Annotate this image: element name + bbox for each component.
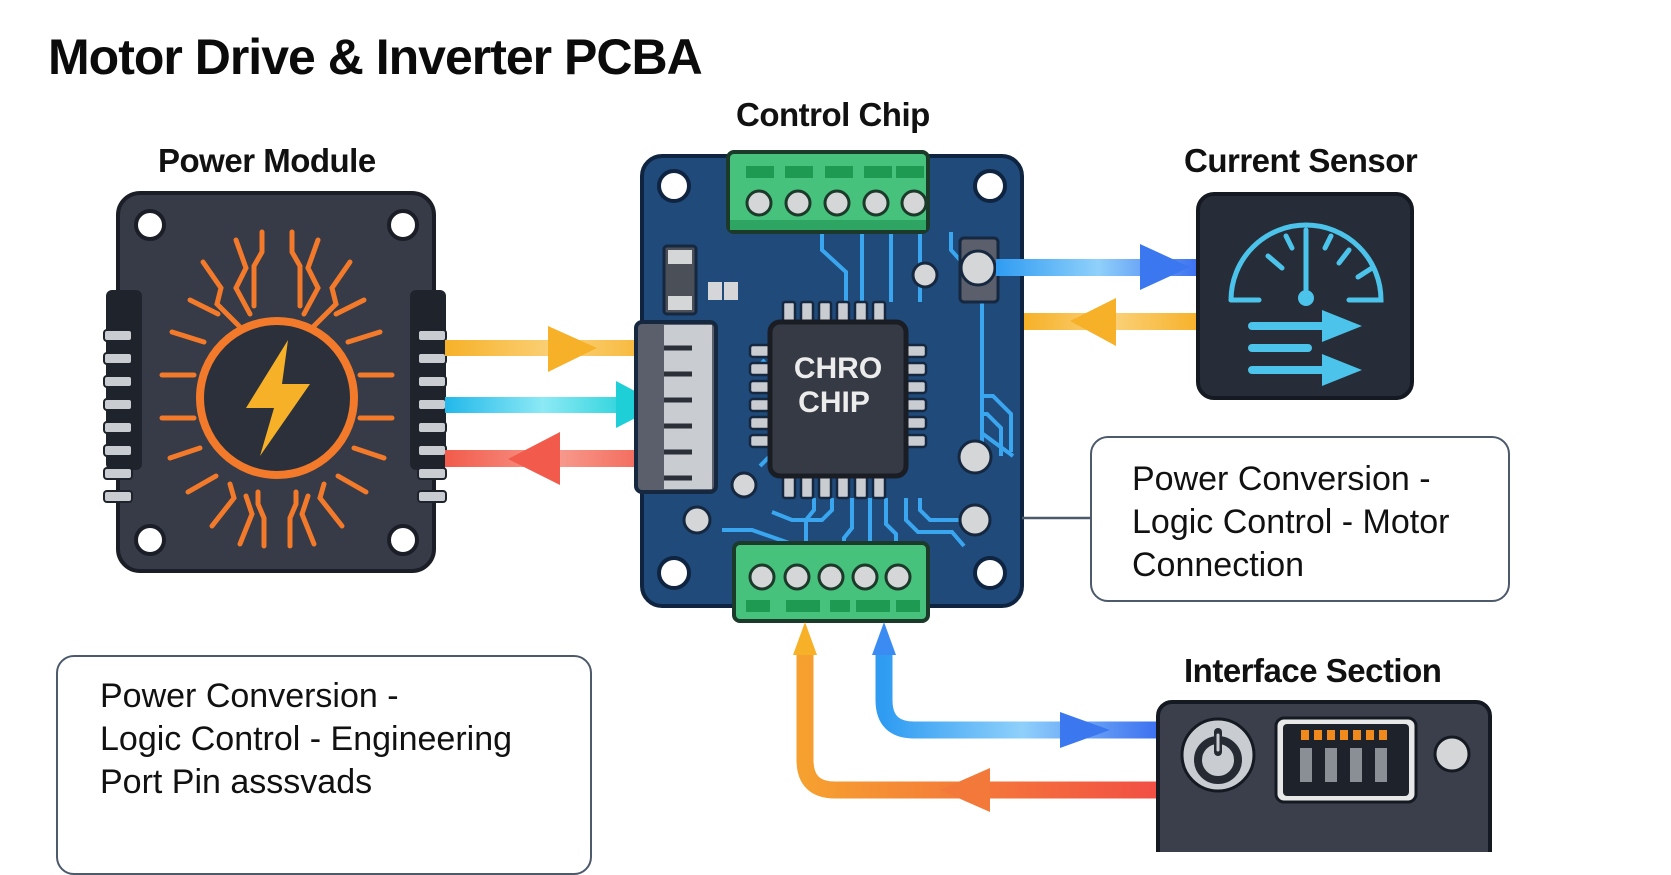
- terminal-block-bottom: [732, 541, 930, 623]
- lightning-bolt-icon: [246, 340, 310, 456]
- flow-arrow-blue-to-sensor: [996, 244, 1200, 290]
- diagram-canvas: CHRO CHIP: [103, 150, 1492, 852]
- ethernet-port-icon[interactable]: [1274, 716, 1418, 804]
- interface-section[interactable]: [1156, 700, 1492, 852]
- pcb-input-header: [634, 320, 718, 494]
- sensor-connector-pad: [958, 236, 1000, 304]
- current-flow-icon: [1248, 310, 1362, 386]
- note-right-line-1: Power Conversion -: [1132, 460, 1431, 498]
- gauge-icon: [1228, 222, 1384, 306]
- flow-arrow-blue-interface: [872, 622, 1160, 748]
- chip-text-line2: CHIP: [798, 386, 870, 419]
- current-sensor-label: Current Sensor: [1184, 142, 1418, 179]
- flow-arrow-orange-to-pcb: [445, 326, 669, 372]
- terminal-block-top: [726, 150, 930, 234]
- control-chip[interactable]: CHRO CHIP: [748, 300, 928, 500]
- smd-resistor: [662, 244, 698, 316]
- power-module[interactable]: [103, 191, 447, 573]
- power-radiating-traces: [159, 229, 395, 549]
- note-right-line-3: Connection: [1132, 546, 1305, 584]
- test-point-icon: [682, 261, 993, 537]
- chip-text-line1: CHRO: [794, 352, 882, 385]
- interface-section-label: Interface Section: [1184, 652, 1442, 689]
- pcb-board[interactable]: CHRO CHIP: [634, 150, 1024, 623]
- indicator-led-icon: [1433, 735, 1471, 773]
- flow-arrow-red-to-module: [445, 432, 669, 485]
- power-module-label: Power Module: [158, 142, 376, 179]
- smd-capacitor: [708, 282, 738, 300]
- control-chip-label: Control Chip: [736, 96, 930, 133]
- flow-arrow-cyan-to-pcb: [445, 381, 661, 428]
- note-bottom-left-line-2: Logic Control - Engineering: [100, 720, 513, 758]
- note-bottom-left-line-3: Port Pin asssvads: [100, 763, 373, 801]
- diagram-title: Motor Drive & Inverter PCBA: [48, 29, 703, 85]
- power-button-icon[interactable]: [1180, 717, 1256, 793]
- flow-arrow-orange-to-pcb-from-sensor: [1024, 298, 1200, 346]
- note-bottom-left: Power Conversion - Logic Control - Engin…: [56, 655, 592, 875]
- left-pin-header: [103, 290, 142, 503]
- chip-package: [767, 319, 909, 479]
- note-right: Power Conversion - Logic Control - Motor…: [1090, 436, 1510, 602]
- note-right-line-2: Logic Control - Motor: [1132, 503, 1450, 541]
- note-bottom-left-line-1: Power Conversion -: [100, 677, 399, 715]
- current-sensor[interactable]: [1196, 192, 1414, 400]
- mounting-hole-icon: [657, 169, 1007, 590]
- status-led-icon: [1301, 730, 1387, 740]
- flow-arrow-orange-red-interface: [793, 622, 1160, 812]
- mounting-hole-icon: [134, 209, 419, 556]
